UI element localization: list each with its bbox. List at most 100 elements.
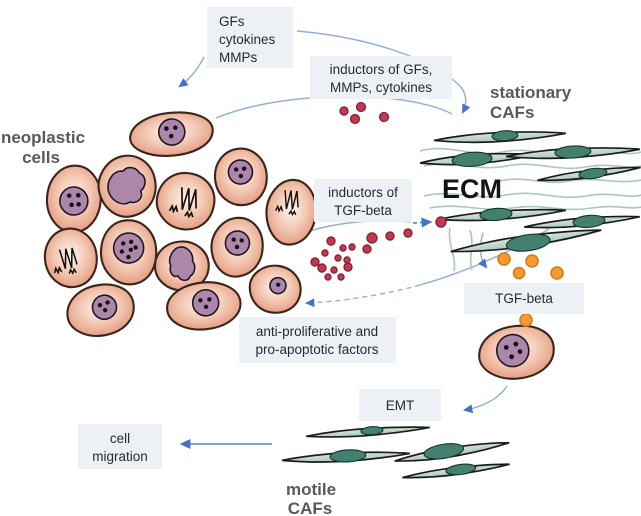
box-line: MMPs — [219, 50, 257, 65]
nucleus-dots — [66, 192, 81, 208]
red-dot — [330, 266, 338, 274]
box-background — [359, 389, 441, 421]
red-dot — [403, 228, 413, 238]
ecm-fiber — [423, 192, 641, 199]
cell-nucleus — [445, 463, 477, 476]
caf-cell — [402, 458, 510, 481]
red-dot — [378, 111, 390, 123]
red-dot — [349, 113, 361, 125]
caf-cell — [506, 143, 640, 162]
box-line: inductors of — [328, 185, 398, 200]
nucleus-dots — [233, 166, 247, 179]
box-line: MMPs, cytokines — [330, 80, 432, 95]
label-line: motile — [286, 480, 336, 499]
orange-dot — [519, 313, 533, 327]
orange-dot — [525, 254, 539, 268]
ecm-label: ECM — [442, 174, 502, 204]
neoplastic-cell — [209, 215, 266, 279]
cell-nucleus — [224, 230, 251, 256]
cell-body — [41, 225, 100, 290]
neoplastic-cell — [62, 279, 138, 342]
red-dot — [348, 243, 356, 251]
arrow-inductors-tgf-to-ecm — [412, 217, 433, 228]
label-line: CAFs — [490, 103, 534, 122]
red-dot — [339, 106, 349, 116]
nucleus-dots — [231, 237, 244, 250]
ecm-fiber — [429, 205, 641, 211]
neoplastic-cell — [128, 109, 215, 160]
ecm-fiber — [448, 227, 456, 272]
box-background — [310, 56, 452, 99]
red-dot — [339, 244, 347, 252]
red-dot — [324, 273, 332, 281]
neoplastic-cell — [165, 279, 243, 333]
box-background — [314, 179, 412, 222]
red-dot — [385, 231, 395, 241]
neoplastic-cell — [98, 218, 159, 287]
cell-nucleus — [112, 232, 145, 264]
red-dot — [362, 244, 372, 254]
caf-cell — [438, 204, 567, 225]
red-dot — [317, 263, 327, 273]
box-line: TGF-beta — [495, 291, 553, 306]
red-dot — [310, 257, 320, 267]
box-line: TGF-beta — [334, 203, 392, 218]
caf-cell — [537, 163, 641, 186]
neoplastic-cell — [212, 146, 269, 208]
cell-nucleus — [170, 247, 195, 280]
red-dot — [366, 232, 378, 244]
stationary-cafs-cluster — [420, 128, 641, 262]
motile-cafs-cluster — [282, 423, 510, 482]
caf-cell — [282, 447, 410, 466]
box-line: cytokines — [219, 32, 276, 47]
cell-migration-box: cell migration — [78, 424, 162, 469]
box-background — [78, 424, 162, 469]
neoplastic-cell — [153, 169, 218, 233]
transitioning-caf-cell — [476, 321, 558, 383]
orange-signal-dots — [497, 252, 564, 327]
tgf-beta-box: TGF-beta — [464, 283, 584, 314]
cell-nucleus — [227, 159, 254, 185]
box-line: GFs — [219, 14, 245, 29]
red-dot — [343, 262, 353, 272]
orange-dot — [512, 266, 526, 280]
anti-proliferative-box: anti-proliferative and pro-apoptotic fac… — [239, 317, 396, 363]
box-line: anti-proliferative and — [256, 324, 378, 339]
arrow-antiproliferative-to-tumor — [304, 284, 421, 308]
neoplastic-cell — [244, 260, 306, 319]
arrow-cell-to-emt — [462, 385, 508, 414]
label-line: CAFs — [288, 499, 332, 516]
arrow-gfs-to-tumor — [178, 56, 205, 88]
orange-dot — [497, 252, 511, 266]
cell-nucleus — [191, 289, 220, 317]
caf-cell — [524, 211, 641, 233]
gfs-box: GFs cytokines MMPs — [207, 7, 293, 68]
arrow-caf-to-tgfbeta — [478, 232, 488, 269]
box-background — [239, 317, 396, 363]
caf-cell — [434, 128, 566, 145]
neoplastic-cells-label: neoplastic cells — [1, 128, 85, 167]
red-dot — [321, 249, 329, 257]
cell-nucleus — [554, 145, 592, 159]
nucleus-dots — [198, 297, 212, 309]
cell-nucleus — [329, 449, 367, 463]
label-line: neoplastic — [1, 128, 85, 147]
nucleus-dots — [119, 239, 138, 260]
neoplastic-cell — [45, 164, 103, 234]
cell-nucleus — [578, 167, 608, 180]
cell-nucleus — [572, 214, 606, 229]
red-dot — [334, 254, 342, 262]
cell-nucleus — [423, 443, 465, 460]
emt-box: EMT — [359, 389, 441, 421]
label-line: stationary — [490, 83, 572, 102]
red-signal-dots-upper — [339, 101, 390, 125]
curve-tumor-to-inductors — [215, 95, 453, 119]
orange-dot — [550, 266, 564, 280]
box-line: inductors of GFs, — [330, 62, 433, 77]
red-dot — [355, 101, 367, 113]
box-line: EMT — [386, 398, 415, 413]
neoplastic-cell — [41, 225, 100, 290]
cell-nucleus — [495, 333, 530, 368]
